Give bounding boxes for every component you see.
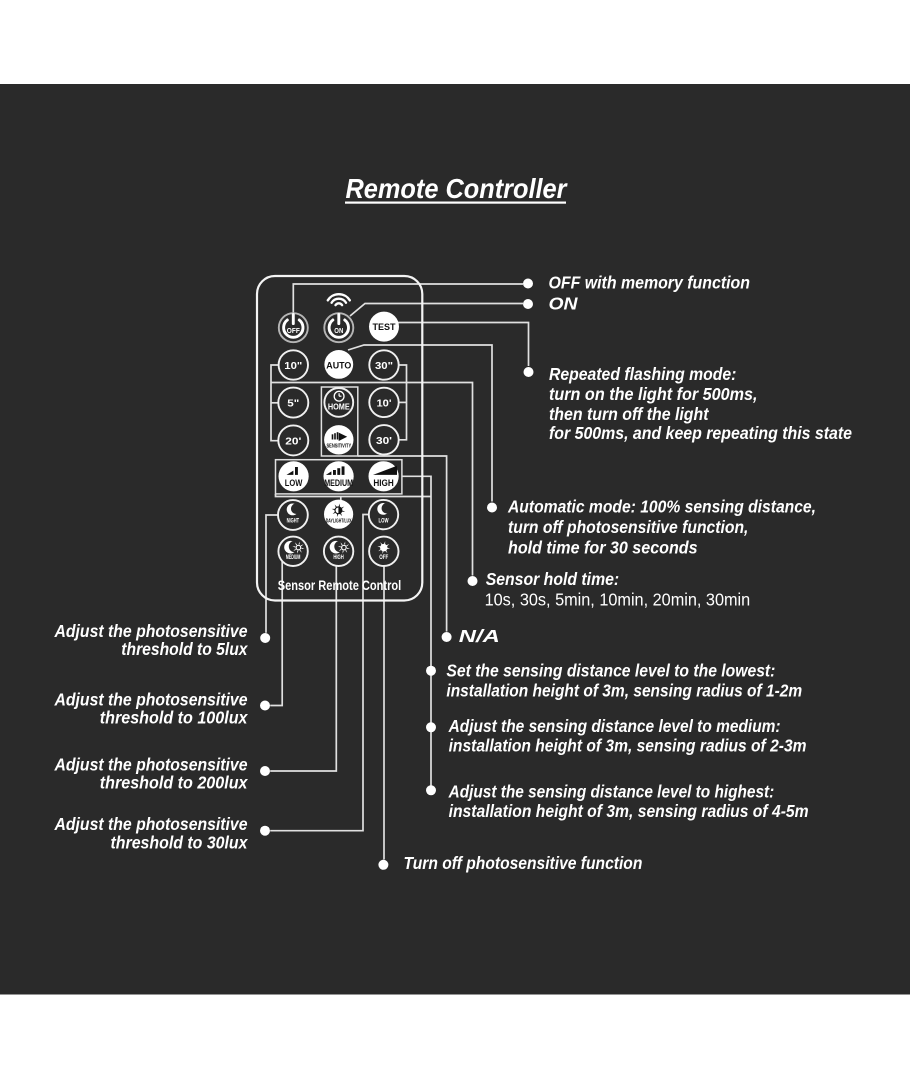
- svg-text:30': 30': [376, 436, 392, 447]
- svg-text:Repeated flashing mode:: Repeated flashing mode:: [549, 364, 736, 384]
- svg-text:10': 10': [377, 399, 392, 410]
- svg-text:ON: ON: [549, 293, 579, 313]
- svg-text:Adjust the photosensitive: Adjust the photosensitive: [54, 689, 248, 709]
- svg-text:threshold to 100lux: threshold to 100lux: [100, 708, 249, 728]
- svg-text:turn off photosensitive functi: turn off photosensitive function,: [508, 517, 748, 537]
- svg-text:Turn off photosensitive functi: Turn off photosensitive function: [404, 853, 643, 873]
- svg-text:5": 5": [287, 399, 299, 410]
- svg-text:Sensor hold time:: Sensor hold time:: [486, 569, 620, 589]
- svg-text:installation height of 3m, sen: installation height of 3m, sensing radiu…: [449, 735, 807, 755]
- svg-text:20': 20': [285, 437, 301, 448]
- svg-text:SENSITIVITY: SENSITIVITY: [326, 444, 351, 450]
- svg-text:DAYLIGHT/LUX: DAYLIGHT/LUX: [326, 518, 352, 524]
- svg-text:installation height of 3m, sen: installation height of 3m, sensing radiu…: [449, 801, 809, 821]
- svg-text:Sensor Remote Control: Sensor Remote Control: [278, 578, 402, 594]
- svg-text:MEDIUM: MEDIUM: [324, 478, 353, 488]
- svg-text:Adjust the photosensitive: Adjust the photosensitive: [54, 814, 248, 834]
- svg-text:hold time for 30 seconds: hold time for 30 seconds: [508, 538, 698, 558]
- svg-text:HOME: HOME: [328, 403, 351, 412]
- svg-text:threshold to 30lux: threshold to 30lux: [111, 832, 249, 852]
- svg-text:OFF: OFF: [379, 554, 388, 561]
- svg-text:NIGHT: NIGHT: [287, 517, 300, 524]
- svg-text:Automatic mode: 100% sensing d: Automatic mode: 100% sensing distance,: [507, 496, 816, 516]
- svg-text:threshold to 200lux: threshold to 200lux: [100, 773, 249, 793]
- svg-text:Remote Controller: Remote Controller: [346, 173, 568, 204]
- svg-text:10": 10": [284, 361, 302, 372]
- svg-text:then turn off the light: then turn off the light: [549, 404, 710, 424]
- svg-text:10s, 30s, 5min, 10min, 20min,: 10s, 30s, 5min, 10min, 20min, 30min: [485, 590, 751, 610]
- svg-text:N/A: N/A: [459, 626, 500, 646]
- svg-text:Adjust the photosensitive: Adjust the photosensitive: [54, 621, 248, 641]
- svg-text:30": 30": [375, 361, 393, 372]
- svg-text:Adjust the sensing distance le: Adjust the sensing distance level to hig…: [448, 782, 775, 802]
- svg-text:LOW: LOW: [379, 517, 390, 524]
- svg-text:for 500ms, and keep repeating: for 500ms, and keep repeating this state: [549, 423, 852, 443]
- svg-text:threshold to 5lux: threshold to 5lux: [121, 639, 249, 659]
- svg-text:Adjust the photosensitive: Adjust the photosensitive: [54, 755, 248, 775]
- svg-text:AUTO: AUTO: [326, 360, 351, 371]
- svg-text:LOW: LOW: [285, 478, 303, 489]
- svg-text:Set the sensing distance level: Set the sensing distance level to the lo…: [446, 660, 775, 680]
- svg-text:TEST: TEST: [373, 322, 396, 333]
- svg-text:MEDIUM: MEDIUM: [286, 554, 301, 561]
- svg-text:Adjust the sensing distance le: Adjust the sensing distance level to med…: [448, 716, 781, 736]
- svg-text:ON: ON: [334, 328, 343, 335]
- svg-text:HIGH: HIGH: [373, 478, 393, 489]
- svg-text:turn on the light for 500ms,: turn on the light for 500ms,: [549, 384, 758, 404]
- svg-text:OFF: OFF: [287, 328, 300, 335]
- svg-text:installation height of 3m, sen: installation height of 3m, sensing radiu…: [446, 681, 802, 701]
- svg-text:OFF with memory function: OFF with memory function: [549, 273, 751, 293]
- svg-text:HIGH: HIGH: [333, 554, 344, 561]
